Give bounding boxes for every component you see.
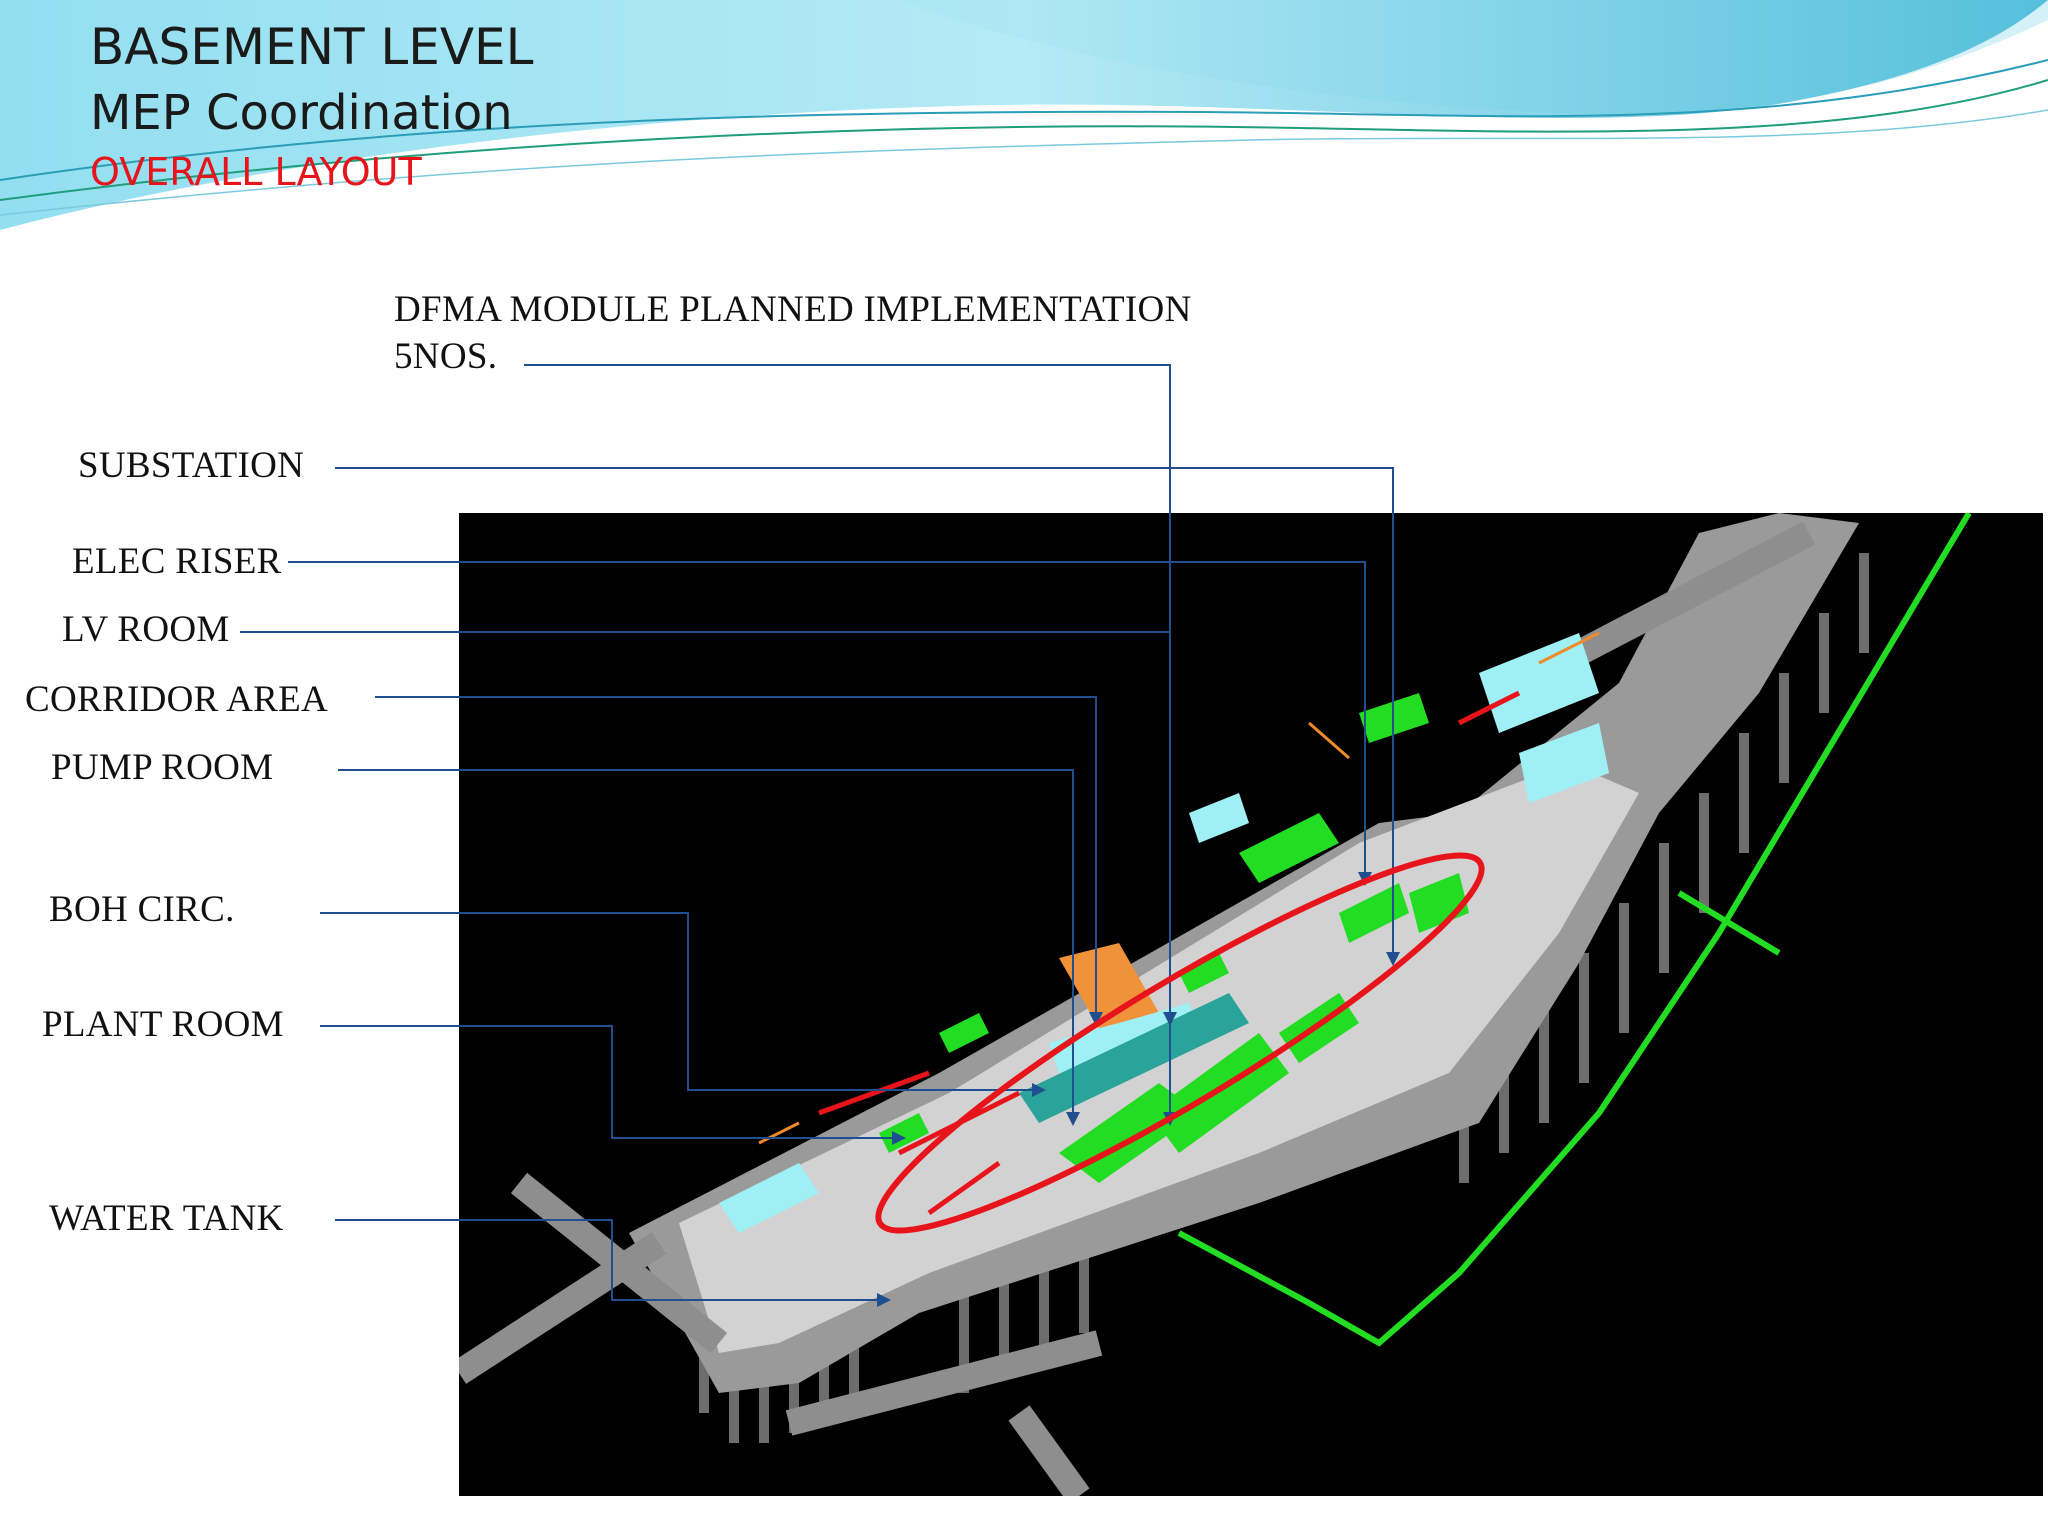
dfma-callout-line2: 5NOS.: [394, 336, 498, 377]
label-substation: SUBSTATION: [78, 445, 305, 486]
external-branch-line: [1677, 890, 1781, 956]
bim-model-render: [459, 513, 2043, 1496]
label-pump-room: PUMP ROOM: [51, 747, 274, 788]
header-wave-decoration: [0, 0, 2048, 230]
label-elec-riser: ELEC RISER: [72, 541, 282, 582]
slide-section: OVERALL LAYOUT: [90, 150, 422, 194]
dfma-callout-line1: DFMA MODULE PLANNED IMPLEMENTATION: [394, 289, 1192, 330]
label-boh-circ: BOH CIRC.: [49, 889, 235, 930]
slide-subtitle: MEP Coordination: [90, 85, 513, 141]
label-water-tank: WATER TANK: [49, 1198, 284, 1239]
label-corridor-area: CORRIDOR AREA: [25, 679, 329, 720]
label-lv-room: LV ROOM: [62, 609, 230, 650]
title-block: BASEMENT LEVEL MEP Coordination OVERALL …: [90, 14, 534, 198]
slide-title: BASEMENT LEVEL: [90, 18, 534, 76]
bim-model-drawing: [459, 513, 1972, 1496]
external-drain-line: [1177, 513, 1972, 1347]
label-plant-room: PLANT ROOM: [42, 1004, 284, 1045]
